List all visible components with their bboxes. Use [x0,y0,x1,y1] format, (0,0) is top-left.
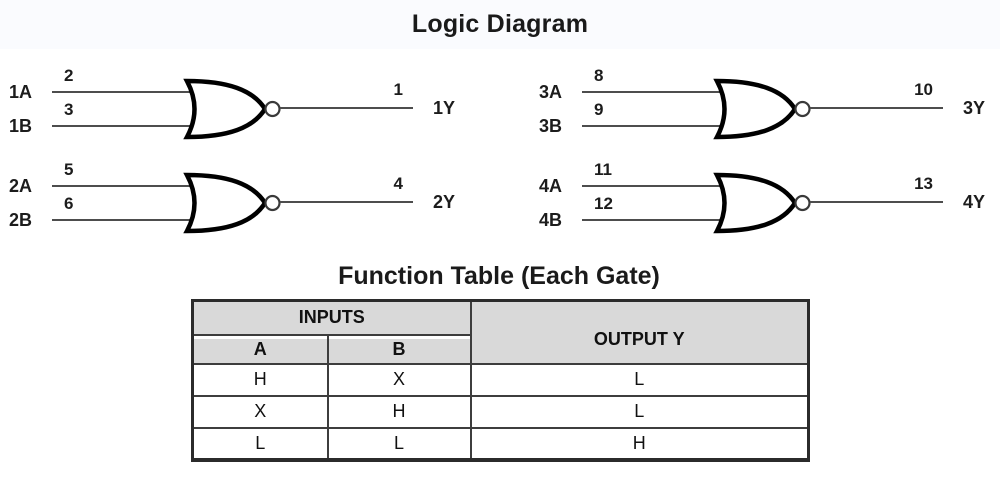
input-a-wire [582,91,720,93]
input-a-pin-number: 11 [594,160,612,179]
inverter-bubble-icon [794,100,811,118]
input-b-label: 2B [9,210,33,230]
nor-gate-symbol [183,172,281,234]
function-table-title: Function Table (Each Gate) [338,262,660,290]
output-wire [810,107,943,109]
cell-b: L [326,426,472,462]
output-pin-number: 13 [914,174,933,193]
input-a-label: 3A [539,82,563,102]
input-b-wire [582,219,720,221]
nor-gate-4: 4A 11 4B 12 13 4Y [530,152,990,252]
nor-gate-1: 1A 2 1B 3 1 1Y [0,58,460,158]
cell-y: L [469,362,810,397]
nor-gate-3: 3A 8 3B 9 10 3Y [530,58,990,158]
output-pin-number: 10 [914,80,933,99]
inputs-header: INPUTS [191,299,472,336]
table-subheader-row: A B [191,333,809,365]
input-a-label: 1A [9,82,33,102]
input-b-pin-number: 9 [594,100,604,119]
input-b-label: 4B [539,210,563,230]
input-a-wire [52,91,190,93]
nor-gate-body [713,78,798,140]
output-label: 4Y [963,192,986,212]
nor-gate-body [713,172,798,234]
output-header: OUTPUT Y [469,299,810,365]
cell-y: L [469,394,810,429]
inverter-bubble-icon [264,100,281,118]
cell-b: H [326,394,472,429]
input-a-pin-number: 8 [594,66,604,85]
cell-y: H [469,426,810,462]
output-label: 1Y [433,98,456,118]
input-b-label: 3B [539,116,563,136]
nor-gate-body [183,78,268,140]
input-a-wire [52,185,190,187]
nor-gate-symbol [713,172,811,234]
input-b-pin-number: 6 [64,194,74,213]
col-a-header: A [191,333,329,365]
nor-gate-2: 2A 5 2B 6 4 2Y [0,152,460,252]
input-a-wire [582,185,720,187]
input-b-pin-number: 12 [594,194,613,213]
input-b-pin-number: 3 [64,100,74,119]
cell-a: H [191,362,329,397]
nor-gate-symbol [713,78,811,140]
col-b-header: B [326,333,472,365]
inverter-bubble-icon [794,194,811,212]
output-pin-number: 1 [393,80,403,99]
input-b-wire [52,219,190,221]
table-row: H X L [191,362,810,397]
output-label: 3Y [963,98,986,118]
cell-b: X [326,362,472,397]
table-row: L L H [191,426,810,462]
cell-a: X [191,394,329,429]
nor-gate-symbol [183,78,281,140]
output-wire [280,201,413,203]
cell-a: L [191,426,329,462]
page-title: Logic Diagram [411,10,589,38]
input-a-pin-number: 2 [64,66,74,85]
output-pin-number: 4 [393,174,403,193]
input-b-wire [582,125,720,127]
table-row: X H L [191,394,810,429]
input-b-wire [52,125,190,127]
inverter-bubble-icon [264,194,281,212]
input-a-pin-number: 5 [64,160,74,179]
input-a-label: 2A [9,176,33,196]
table-header-row: INPUTS OUTPUT Y [191,299,810,365]
output-label: 2Y [433,192,456,212]
output-wire [810,201,943,203]
input-b-label: 1B [9,116,33,136]
nor-gate-body [183,172,268,234]
function-table: INPUTS OUTPUT Y A B H X L X H L L L H [191,299,811,462]
input-a-label: 4A [539,176,563,196]
output-wire [280,107,413,109]
title-band: Logic Diagram [0,0,1000,49]
